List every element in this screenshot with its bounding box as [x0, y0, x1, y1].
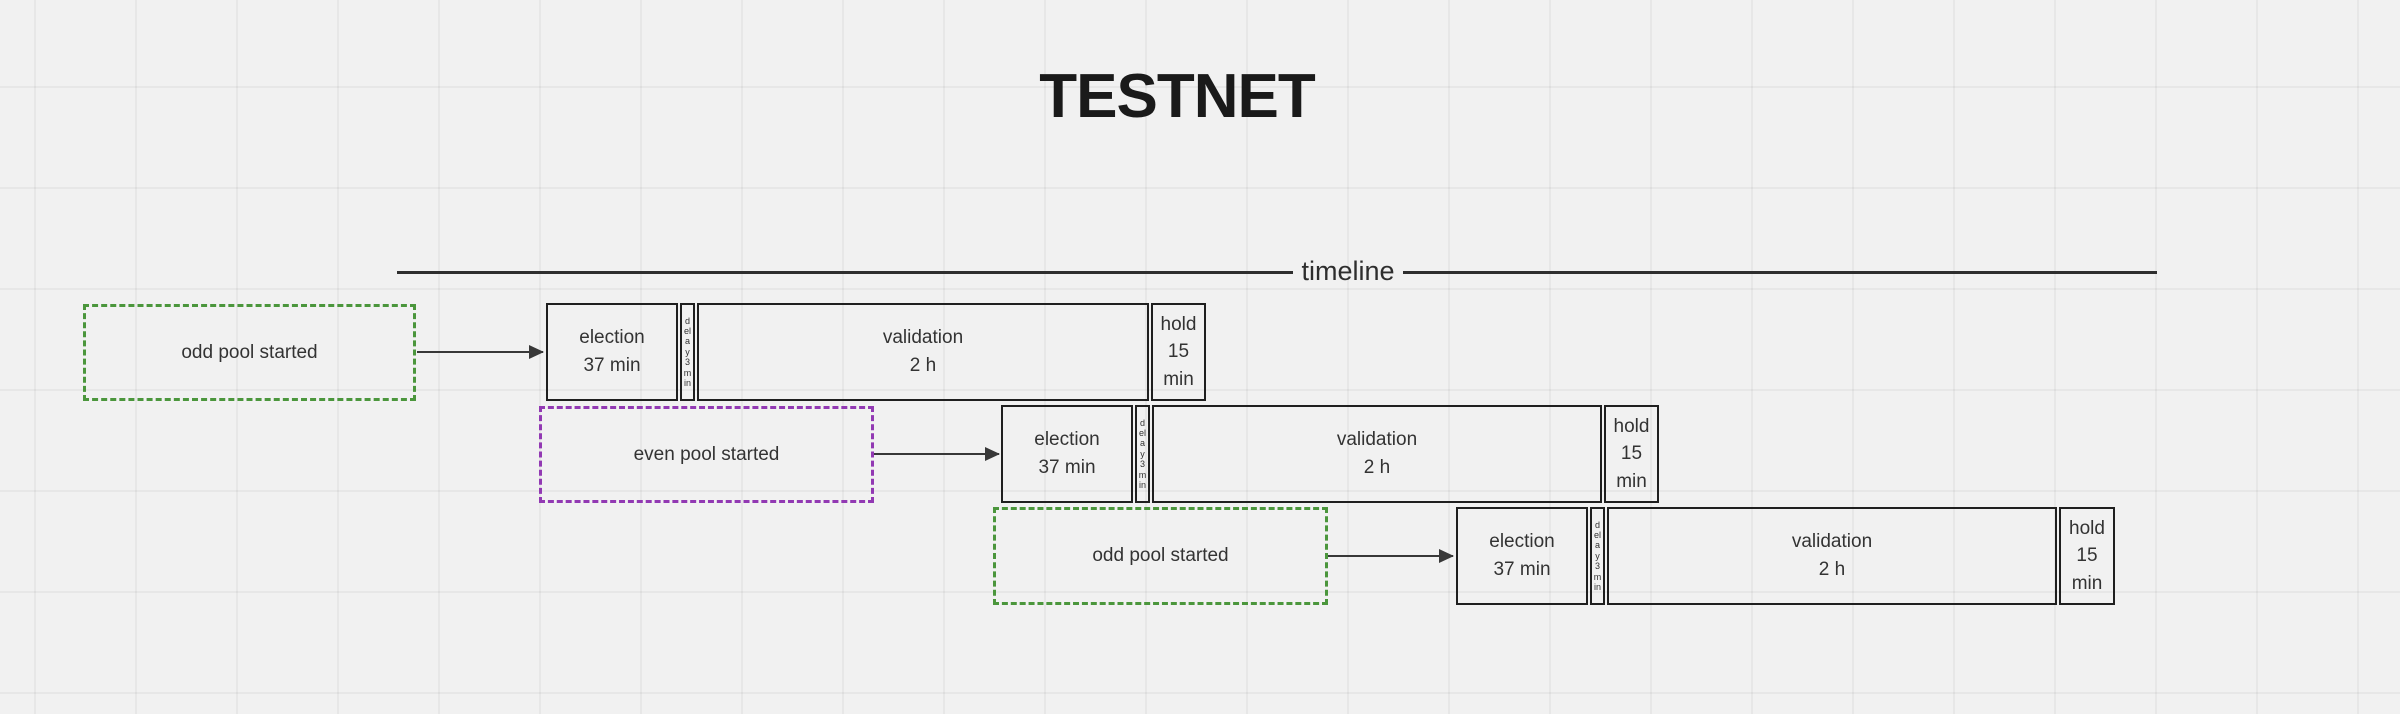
timeline-label: timeline [1301, 256, 1395, 286]
phase-name: election [579, 326, 645, 348]
phase-box-election: election 37 min [1001, 405, 1133, 503]
phase-duration: 37 min [1493, 559, 1551, 580]
arrowhead-icon [1439, 549, 1454, 563]
phase-duration: 2 h [1363, 457, 1391, 478]
pool-start-label: even pool started [633, 443, 780, 465]
phase-box-hold: hold 15 min [2059, 507, 2115, 605]
phase-duration: 3 min [1138, 459, 1147, 490]
phase-box-validation: validation 2 h [1607, 507, 2057, 605]
phase-duration: 15 min [1616, 443, 1647, 492]
phase-name: election [1034, 428, 1100, 450]
timeline-line-left [397, 271, 1293, 274]
phase-name: validation [882, 326, 964, 348]
phase-duration: 2 h [1818, 559, 1846, 580]
phase-duration: 2 h [909, 355, 937, 376]
flow-arrow [1328, 549, 1454, 563]
phase-box-hold: hold 15 min [1151, 303, 1206, 401]
phase-box-validation: validation 2 h [697, 303, 1149, 401]
phase-name: hold [2069, 517, 2105, 539]
arrowhead-icon [985, 447, 1000, 461]
flow-arrow [874, 447, 1000, 461]
phase-box-hold: hold 15 min [1604, 405, 1659, 503]
phase-duration: 37 min [583, 355, 641, 376]
phase-name: delay [1138, 417, 1146, 459]
flow-arrow [417, 345, 544, 359]
phase-name: hold [1613, 415, 1650, 437]
phase-box-election: election 37 min [546, 303, 678, 401]
phase-box-election: election 37 min [1456, 507, 1588, 605]
pool-start-box: odd pool started [83, 304, 416, 401]
phase-duration: 3 min [683, 357, 692, 388]
phase-name: election [1489, 530, 1555, 552]
arrowhead-icon [529, 345, 544, 359]
phase-box-delay: delay 3 min [1590, 507, 1605, 605]
pool-start-box: odd pool started [993, 507, 1328, 605]
phase-duration: 15 min [1163, 341, 1194, 390]
phase-duration: 37 min [1038, 457, 1096, 478]
phase-duration: 3 min [1593, 561, 1602, 592]
pool-start-box: even pool started [539, 406, 874, 503]
phase-name: delay [1593, 519, 1601, 561]
timeline-line-right [1403, 271, 2157, 274]
phase-box-delay: delay 3 min [1135, 405, 1150, 503]
phase-name: validation [1336, 428, 1418, 450]
phase-name: delay [683, 315, 691, 357]
phase-name: hold [1160, 313, 1197, 335]
phase-duration: 15 min [2071, 545, 2103, 594]
page-title: TESTNET [1039, 62, 1315, 131]
phase-name: validation [1791, 530, 1873, 552]
pool-start-label: odd pool started [181, 341, 318, 363]
phase-box-delay: delay 3 min [680, 303, 695, 401]
pool-start-label: odd pool started [1092, 545, 1229, 566]
phase-box-validation: validation 2 h [1152, 405, 1602, 503]
